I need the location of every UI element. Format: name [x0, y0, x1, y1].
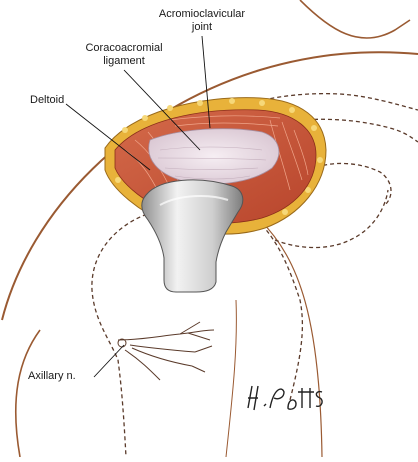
artist-signature	[247, 385, 323, 411]
label-acromioclavicular-line2: joint	[191, 21, 213, 33]
clavicle-outline-lower	[299, 118, 418, 143]
back-outline	[15, 329, 41, 458]
chest-outline	[259, 219, 323, 458]
leader-coracoacromial	[123, 69, 201, 151]
neck-outline	[299, 0, 411, 39]
retractor	[141, 179, 244, 293]
leader-axillary	[93, 344, 125, 378]
leader-acromioclavicular	[201, 35, 211, 129]
shoulder-outline	[1, 51, 418, 321]
leader-deltoid	[65, 103, 151, 171]
bone-outlines	[91, 93, 418, 458]
label-axillary-nerve: Axillary n.	[28, 370, 76, 382]
label-coracoacromial-line1: Coracoacromial	[85, 42, 163, 54]
fat-texture	[115, 98, 323, 215]
arm-outline	[225, 299, 237, 458]
label-coracoacromial-line2: ligament	[103, 55, 145, 67]
ligament-fibers	[157, 146, 267, 180]
label-deltoid: Deltoid	[30, 94, 65, 106]
retractor-highlight	[159, 194, 229, 206]
scapula-outline	[274, 189, 389, 249]
coracoacromial-ligament	[148, 128, 280, 185]
axillary-nerve	[117, 321, 215, 381]
humerus-right-outline	[261, 224, 304, 401]
humeral-head-outline	[91, 209, 161, 458]
label-acromioclavicular-joint: Acromioclavicular joint	[142, 8, 262, 34]
coracoid-outline	[309, 162, 392, 206]
label-acromioclavicular-line1: Acromioclavicular	[158, 8, 246, 20]
label-coracoacromial-ligament: Coracoacromial ligament	[74, 42, 174, 68]
